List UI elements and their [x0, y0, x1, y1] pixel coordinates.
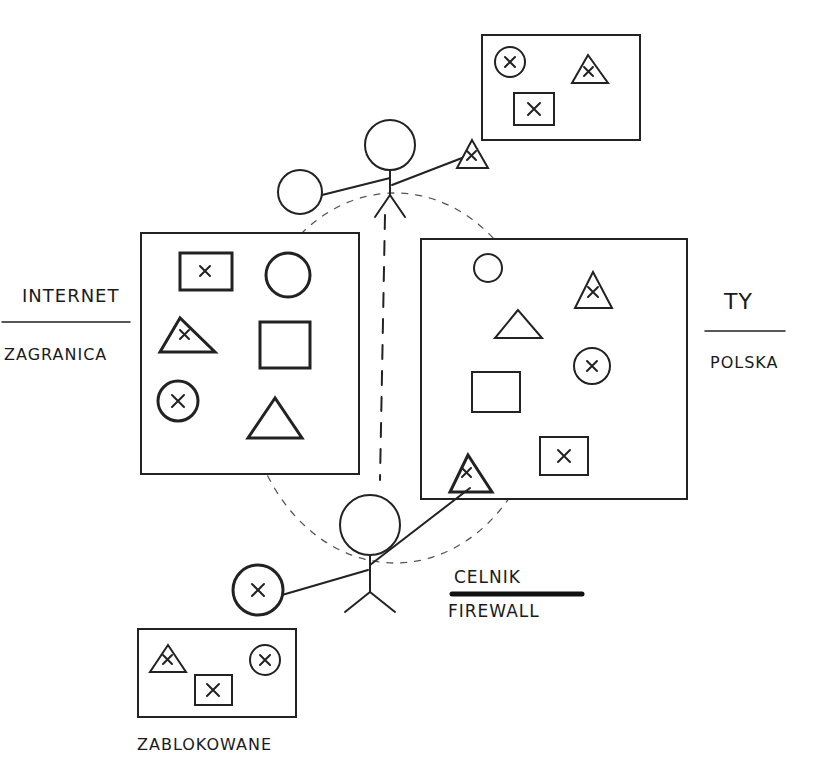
firewall-label: CELNIK	[454, 568, 521, 587]
region-subtitle: POLSKA	[710, 354, 778, 372]
region-subtitle: ZAGRANICA	[4, 346, 107, 364]
region-title: INTERNET	[22, 286, 119, 306]
firewall-label: FIREWALL	[448, 602, 540, 621]
home-region: TYPOLSKA	[420, 238, 688, 500]
region-title: TY	[724, 290, 753, 314]
box-caption: ZABLOKOWANE	[137, 736, 272, 754]
internet-region: INTERNETZAGRANICA	[140, 232, 360, 475]
blocked-box: ZABLOKOWANE	[137, 628, 297, 718]
